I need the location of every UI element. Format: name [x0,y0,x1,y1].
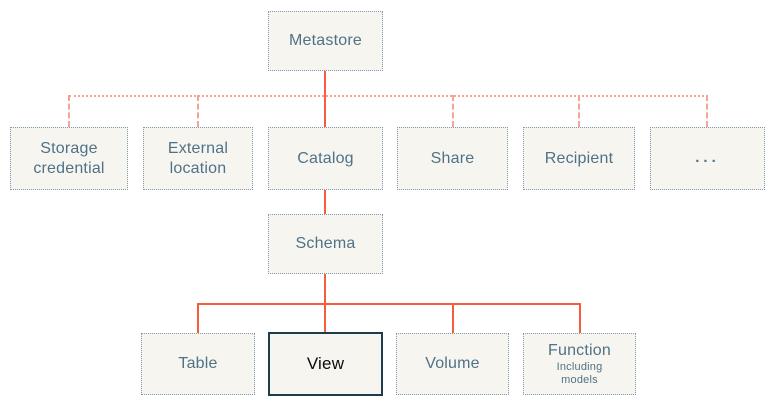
node-metastore: Metastore [268,11,383,71]
node-label: Function [548,342,611,360]
node-label: Recipient [544,149,614,167]
node-table: Table [141,333,255,395]
node-share: Share [397,127,508,190]
connector-drop-storage-credential [68,95,70,127]
node-schema: Schema [268,214,383,274]
node-external-location: External location [143,127,253,190]
node-catalog: Catalog [268,127,383,190]
connector-catalog-schema [324,190,326,215]
node-label: Catalog [297,149,354,167]
node-volume: Volume [396,333,509,395]
connector-row2-horizontal [69,95,708,97]
connector-drop-ellipsis [706,95,708,127]
node-recipient: Recipient [523,127,635,190]
node-label: View [306,354,345,374]
connector-row4-horizontal [198,303,580,305]
connector-metastore-catalog [324,71,326,127]
node-label: Table [178,355,218,372]
node-storage-credential: Storage credential [10,127,128,190]
node-sublabel: Including models [556,361,603,386]
connector-drop-recipient [578,95,580,127]
node-ellipsis: ... [650,127,765,190]
node-label: Volume [425,355,480,372]
connector-drop-table [197,303,199,334]
node-function: Function Including models [523,333,636,395]
node-label: Share [430,149,475,167]
connector-drop-function [579,303,581,334]
connector-drop-volume [452,303,454,334]
node-label: Storage credential [33,139,105,177]
connector-drop-external-location [197,95,199,127]
node-label: Metastore [289,32,362,49]
node-label: Schema [295,235,356,252]
node-label: ... [695,149,720,167]
connector-drop-share [452,95,454,127]
node-view: View [268,332,383,396]
node-label: External location [167,139,229,177]
